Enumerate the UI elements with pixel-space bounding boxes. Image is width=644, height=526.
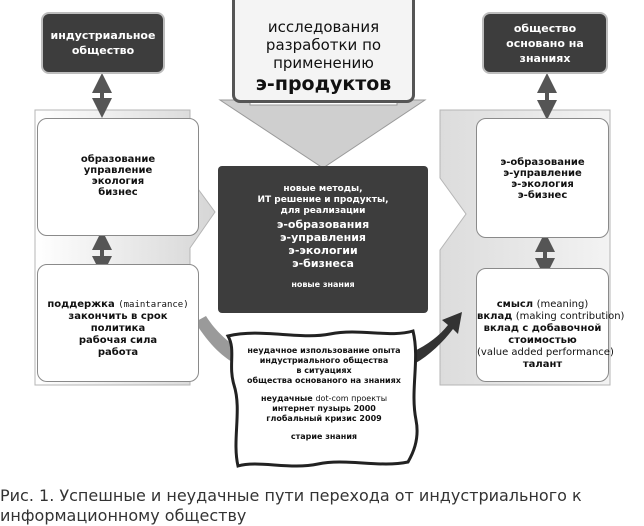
- industrial-society-label: индустриальное общество: [50, 29, 156, 57]
- performance-note: (value added performance): [477, 347, 614, 358]
- right-domain-item: э-бизнес: [517, 190, 568, 201]
- old-knowledge-label: старие знания: [290, 432, 358, 441]
- e-area-line: э-образования: [276, 218, 370, 231]
- right-edomains-panel: э-образование э-управление э-экология э-…: [476, 118, 609, 238]
- research-big-label: э-продуктов: [255, 73, 392, 95]
- methods-line: новые методы,: [283, 184, 363, 194]
- dotcom-rest: dot-com проекты: [315, 394, 388, 403]
- failure-line: индустриального общества: [259, 356, 389, 365]
- right-domain-item: э-образование: [500, 157, 585, 168]
- talent-line: талант: [522, 359, 563, 370]
- methods-line: для реализации: [280, 206, 366, 216]
- new-methods-box: новые методы, ИТ решение и продукты, для…: [218, 166, 428, 313]
- methods-line: ИТ решение и продукты,: [257, 195, 389, 205]
- left-domain-item: экология: [91, 176, 145, 187]
- failure-line: глобальный кризис 2009: [266, 414, 382, 423]
- maintenance-note: (maintarance): [118, 300, 189, 310]
- knowledge-society-header: общество основано на знаниях: [482, 12, 608, 74]
- meaning-note: (meaning): [536, 299, 589, 310]
- dotcom-bold: неудачные: [260, 394, 313, 403]
- failure-line: в ситуациях: [296, 366, 352, 375]
- left-work-item: закончить в срок: [68, 311, 168, 322]
- failure-line: интернет пузырь 2000: [272, 404, 376, 413]
- contribution-note: (making contribution): [515, 311, 625, 322]
- right-domain-item: э-экология: [511, 179, 574, 190]
- left-domain-item: образование: [80, 154, 156, 165]
- right-domain-item: э-управление: [503, 168, 582, 179]
- e-area-line: э-бизнеса: [292, 257, 354, 270]
- failure-text: неудачное изпользование опыта индустриал…: [240, 346, 408, 442]
- research-line-1: исследования: [267, 18, 380, 36]
- left-work-item: политика: [90, 323, 146, 334]
- left-domain-item: управление: [83, 165, 153, 176]
- maintenance-bold: поддержка: [47, 299, 115, 310]
- left-work-item: рабочая сила: [78, 335, 158, 346]
- research-line-2: разработки по: [265, 36, 382, 54]
- added-value-line: вклад с добавочной: [483, 323, 602, 334]
- e-area-line: э-экологии: [288, 244, 358, 257]
- added-value-line-2: стоимостью: [508, 335, 577, 346]
- failure-line: неудачное изпользование опыта: [247, 346, 401, 355]
- meaning-bold: смысл: [496, 299, 534, 310]
- meaning-line: смысл (meaning): [477, 299, 608, 311]
- contribution-line: вклад (making contribution): [477, 311, 624, 323]
- caption-line-2: информационному обществу: [0, 506, 247, 525]
- left-work-item: работа: [97, 347, 139, 358]
- maintenance-line: поддержка (maintarance): [38, 299, 198, 311]
- down-big-arrow: [218, 99, 427, 169]
- figure-caption: Рис. 1. Успешные и неудачные пути перехо…: [0, 486, 644, 526]
- failure-wavy-box: [225, 329, 419, 468]
- knowledge-society-label: общество основано на знаниях: [506, 21, 584, 65]
- curved-arrow-left: [195, 316, 242, 364]
- left-maintenance-panel: поддержка (maintarance) закончить в срок…: [37, 264, 199, 382]
- new-knowledge-label: новые знания: [291, 280, 355, 289]
- e-area-line: э-управления: [279, 231, 366, 244]
- left-domain-item: бизнес: [98, 187, 138, 198]
- industrial-society-header: индустриальное общество: [41, 12, 165, 74]
- left-domains-panel: образование управление экология бизнес: [37, 118, 199, 236]
- research-line-3: применению: [273, 54, 374, 72]
- research-box: исследования разработки по применению э-…: [232, 0, 415, 103]
- failure-line: общества основаного на знаниях: [247, 376, 401, 385]
- right-values-panel: смысл (meaning) вклад (making contributi…: [476, 268, 624, 382]
- caption-line-1: Рис. 1. Успешные и неудачные пути перехо…: [0, 486, 582, 505]
- contribution-bold: вклад: [477, 311, 513, 322]
- dotcom-line: неудачные dot-com проекты: [240, 394, 408, 404]
- curved-arrow-right: [412, 312, 462, 364]
